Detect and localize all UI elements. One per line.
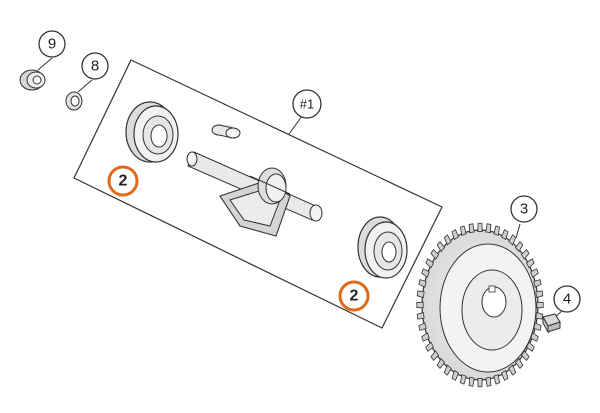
callout-assembly-label: #1 [300,97,314,112]
gear-tooth [520,350,530,361]
gear-part-3 [416,222,544,388]
gear-tooth [443,364,452,376]
callout-2-left-label: 2 [119,173,128,190]
gear-tooth [459,374,467,385]
gear-tooth [493,225,501,236]
assembly-outline [73,59,443,329]
gear-tooth [451,229,459,241]
key-part-4 [542,313,561,334]
callout-3-label: 3 [520,201,528,218]
gear-tooth [430,350,440,361]
gear-tooth [508,364,517,376]
gear-tooth [459,225,467,236]
gear-tooth [425,341,434,352]
callout-2-right[interactable]: 2 [338,280,370,312]
gear-tooth [526,258,535,269]
gear-tooth [477,222,483,232]
gear-tooth [508,234,517,246]
gear-tooth [451,369,459,381]
gear-tooth [485,376,492,387]
callout-2-right-label: 2 [350,288,359,305]
bearing-right [357,216,408,279]
callout-9-label: 9 [48,36,56,53]
callout-8-label: 8 [91,58,99,75]
gear-tooth [535,290,544,298]
balancer-shaft [186,151,323,237]
gear-tooth [436,357,446,369]
gear-tooth [536,301,544,309]
gear-tooth [501,369,509,381]
gear-tooth [436,241,446,253]
gear-tooth [418,279,427,288]
bearing-left [125,101,179,163]
gear-tooth [514,241,524,253]
gear-tooth [468,376,475,387]
callout-3[interactable]: 3 [510,195,538,223]
gear-tooth [443,234,452,246]
gear-tooth [416,301,424,309]
callout-4[interactable]: 4 [553,285,581,313]
callout-2-left[interactable]: 2 [107,165,139,197]
gear-tooth [485,223,492,234]
gear-tooth [535,312,544,320]
gear-tooth [501,229,509,241]
gear-tooth [493,374,501,385]
callout-8[interactable]: 8 [81,52,109,80]
gear-tooth [421,332,430,342]
gear-tooth [421,268,430,278]
gear-tooth [425,258,434,269]
washer-part-8 [65,91,83,111]
gear-tooth [533,279,542,288]
gear-tooth [514,357,524,369]
pin [211,124,241,139]
gear-tooth [530,268,539,278]
gear-tooth [430,249,440,260]
gear-tooth [520,249,530,260]
gear-tooth [416,290,425,298]
nut-part-9 [19,69,46,91]
callout-9[interactable]: 9 [38,30,66,58]
gear-tooth [468,223,475,234]
gear-tooth [477,378,483,388]
callout-4-label: 4 [563,291,571,308]
gear-tooth [416,312,425,320]
gear-tooth [418,322,427,331]
callout-assembly-1[interactable]: #1 [292,89,322,119]
